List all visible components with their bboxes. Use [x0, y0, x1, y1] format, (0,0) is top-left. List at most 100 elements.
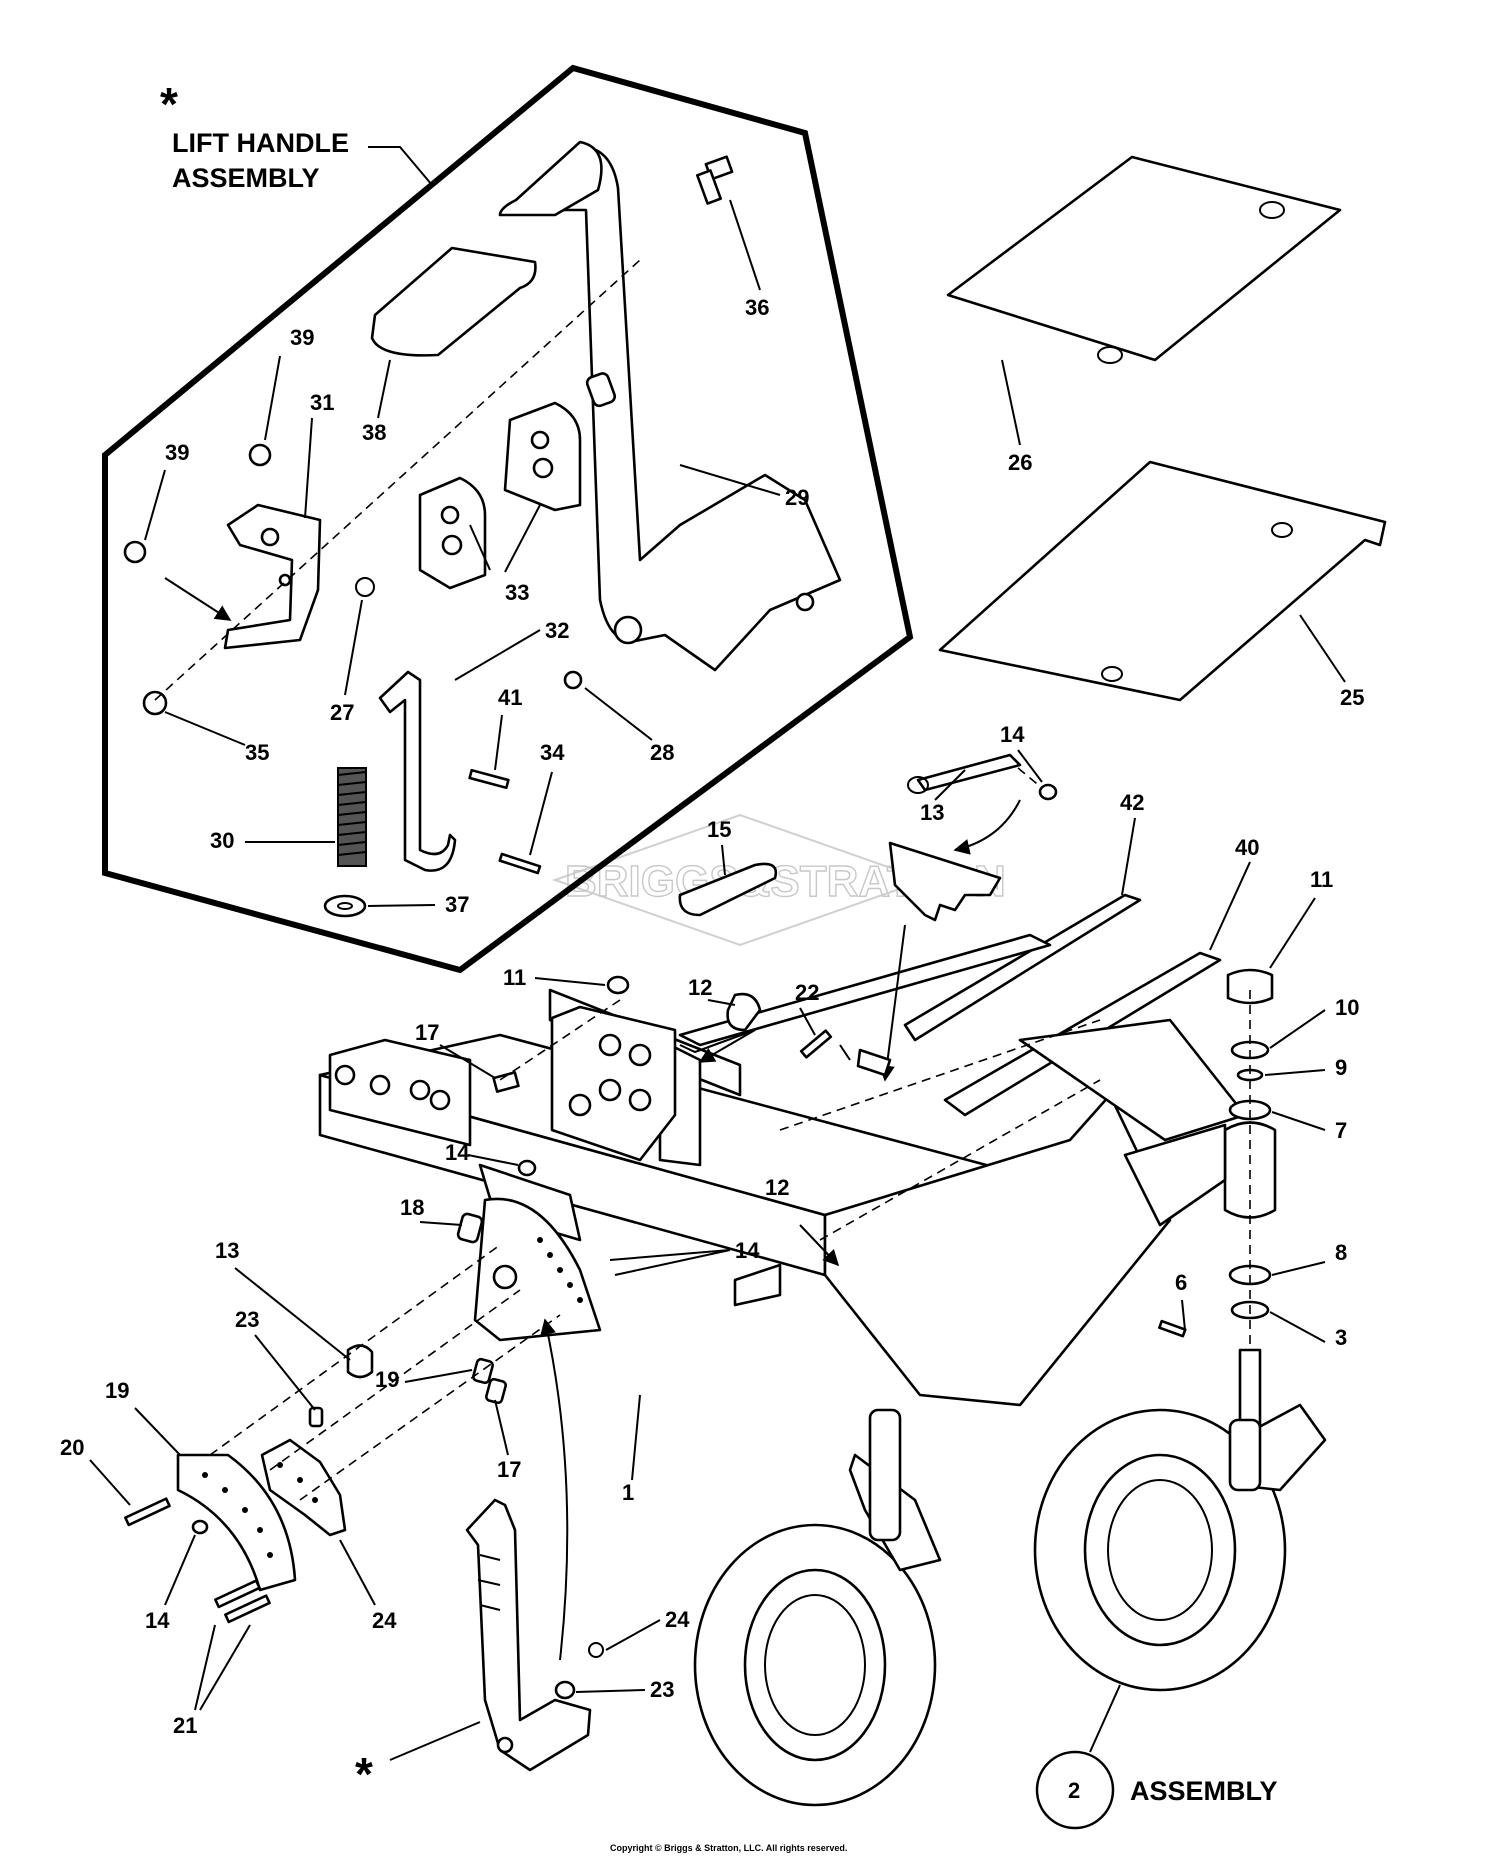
main-frame: [318, 933, 1277, 1407]
bottom-star: *: [355, 1748, 373, 1800]
caster-hardware: [1158, 968, 1274, 1462]
lift-handle-assembly-group: * LIFT HANDLE ASSEMBLY: [102, 64, 914, 974]
cotter-pin-13: [916, 753, 1022, 792]
lift-handle-lower: [465, 1498, 592, 1772]
callout-21: 23: [235, 1307, 259, 1332]
assembly-axis-line: [154, 259, 641, 701]
callout-34: 36: [745, 295, 769, 320]
callout-7: 6: [1175, 1270, 1187, 1295]
lift-handle-assembly-outline: [102, 64, 914, 974]
bushing-11-left: [346, 1344, 374, 1379]
spacer-17-low: [472, 1357, 494, 1385]
callout-24-label: 24: [665, 1607, 690, 1632]
callout-40: 41: [498, 685, 522, 710]
washer-37: [323, 894, 367, 918]
pin-35: [498, 852, 542, 875]
latch-rod: [378, 670, 457, 872]
panel-25: [938, 460, 1387, 702]
callout-14-b: 14: [445, 1140, 470, 1165]
callout-20: 24: [372, 1608, 397, 1633]
callout-26: 26: [1008, 450, 1032, 475]
lift-handle-lever: [558, 145, 842, 672]
callout-16: 17: [497, 1457, 521, 1482]
caster-wheel-right: [1033, 1403, 1327, 1692]
callout-36: 35: [245, 740, 269, 765]
callout-33: 33: [505, 580, 529, 605]
strip-42: [903, 893, 1142, 1042]
bolt-9: [492, 1071, 520, 1093]
callout-11-b: 13: [215, 1238, 239, 1263]
callout-6: 10: [1335, 995, 1359, 1020]
height-adjust-plate: [473, 1197, 602, 1342]
spring-15: [678, 862, 778, 917]
callout-31: 31: [310, 390, 334, 415]
frame-corner: [1018, 1018, 1247, 1142]
pivot-pin: [585, 372, 617, 408]
nut-14-a: [517, 1159, 537, 1177]
callout-37: 37: [445, 892, 469, 917]
assembly-ref-label: ASSEMBLY: [1130, 1776, 1278, 1806]
callout-27: 27: [330, 700, 354, 725]
callout-38: 38: [362, 420, 386, 445]
ring-24: [588, 1642, 604, 1658]
nut-39-b: [123, 540, 147, 564]
callout-8: 11: [1310, 867, 1333, 892]
callout-35: 34: [540, 740, 565, 765]
handle-foot-hole: [795, 592, 815, 612]
callout-23-label: 23: [650, 1677, 674, 1702]
nut-14-c: [1038, 783, 1058, 801]
front-small-parts: [124, 753, 1101, 1772]
latch-bracket-a: [503, 401, 582, 512]
callout-32: 32: [545, 618, 569, 643]
spring-30: [337, 767, 367, 867]
title-star: *: [160, 78, 178, 130]
nut-28: [563, 670, 583, 690]
title-line-1: LIFT HANDLE: [172, 128, 349, 158]
dust-cap-8: [1226, 968, 1274, 1005]
ring-27: [355, 577, 375, 597]
callout-25: 25: [1340, 685, 1364, 710]
nut-14-b: [191, 1519, 209, 1535]
callout-4-a: 7: [1335, 1118, 1347, 1143]
title-leader: [368, 146, 433, 186]
floor-panels: [938, 155, 1387, 702]
callout-14-d: 14: [145, 1608, 170, 1633]
bushing-11-top: [726, 992, 762, 1032]
bolt-21: [308, 1406, 324, 1428]
bolt-34: [695, 155, 734, 205]
frame-top-bar: [678, 933, 1052, 1047]
assembly-ref-number: 2: [1068, 1778, 1080, 1803]
assembly-ref-circle: [1035, 1750, 1115, 1830]
callout-14-c: 14: [735, 1238, 760, 1263]
callout-1: 1: [622, 1480, 634, 1505]
nut-10: [606, 975, 630, 995]
callout-5: 9: [1335, 1055, 1347, 1080]
callout-39-b: 39: [165, 440, 189, 465]
callout-17-b: 19: [375, 1367, 399, 1392]
callouts: 36 38 39 31 39 29 33 27 32 35 41 34 28 3…: [60, 199, 1364, 1853]
pin-7: [1158, 1319, 1187, 1338]
callout-11-a: 12: [688, 975, 712, 1000]
callout-12-label: 12: [765, 1175, 789, 1200]
callout-22: 22: [795, 980, 819, 1005]
nut-39-a: [248, 443, 272, 467]
callout-10: 11: [503, 965, 526, 990]
callout-9: 17: [415, 1020, 439, 1045]
callout-17-a: 18: [400, 1195, 424, 1220]
callout-28: 28: [650, 740, 674, 765]
panel-26: [946, 155, 1342, 362]
mount-tab-detail: [888, 841, 1002, 922]
callout-18: 19: [105, 1378, 129, 1403]
nut-36: [142, 690, 168, 716]
callout-19-a: 20: [60, 1435, 84, 1460]
gear-plate-20: [260, 1438, 347, 1537]
callout-4-b: 8: [1335, 1240, 1347, 1265]
latch-bracket-b: [418, 476, 487, 590]
handle-pivot-hole: [613, 615, 643, 645]
frame-side-rail: [823, 1093, 1172, 1407]
bolt-19-a: [124, 1497, 171, 1527]
copyright-text: Copyright © Briggs & Stratton, LLC. All …: [610, 1843, 847, 1853]
plate-18: [176, 1453, 297, 1592]
callout-41: 40: [1235, 835, 1259, 860]
